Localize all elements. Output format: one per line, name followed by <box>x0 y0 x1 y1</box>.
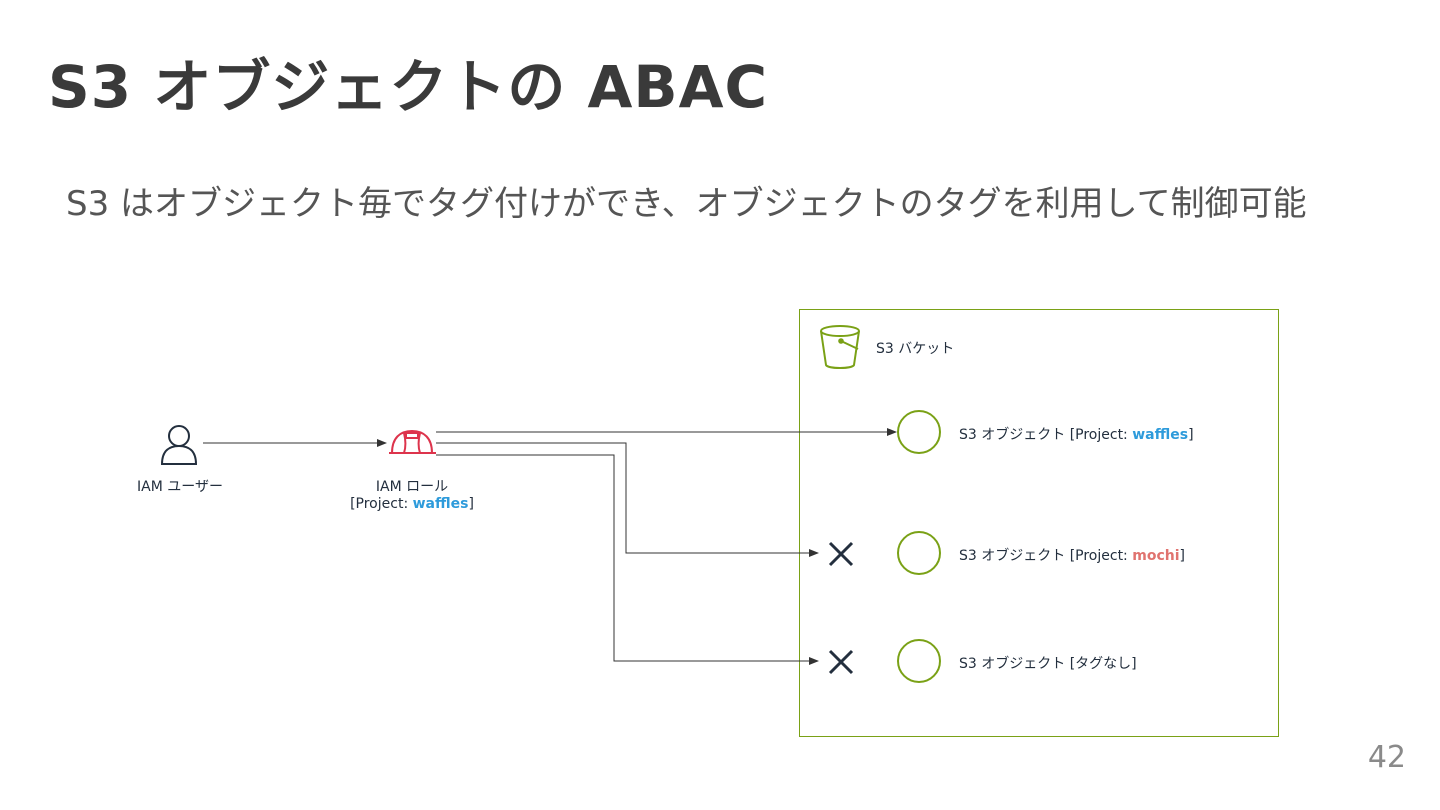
tag-value-waffles: waffles <box>1132 427 1189 443</box>
s3-object-label-mochi: S3 オブジェクト [Project: mochi] <box>959 548 1185 564</box>
slide-title: S3 オブジェクトの ABAC <box>48 53 769 121</box>
deny-x-icon <box>828 541 854 567</box>
s3-object-label-untagged: S3 オブジェクト [タグなし] <box>959 656 1137 672</box>
s3-object-label-waffles: S3 オブジェクト [Project: waffles] <box>959 427 1194 443</box>
deny-x-icon <box>828 649 854 675</box>
iam-role-tag: [Project: waffles] <box>350 496 474 512</box>
s3-bucket-icon <box>820 325 860 369</box>
s3-bucket-label: S3 バケット <box>876 341 955 357</box>
user-icon <box>160 425 198 465</box>
s3-object-icon <box>897 531 941 575</box>
s3-object-icon <box>897 410 941 454</box>
slide-subtitle: S3 はオブジェクト毎でタグ付けができ、オブジェクトのタグを利用して制御可能 <box>66 184 1307 224</box>
role-to-object-untagged-arrow <box>436 454 819 665</box>
s3-bucket-container <box>799 309 1279 737</box>
connectors <box>203 428 897 665</box>
iam-role-label: IAM ロール [Project: waffles] <box>330 476 494 512</box>
s3-object-icon <box>897 639 941 683</box>
tag-value-mochi: mochi <box>1132 548 1180 564</box>
iam-role-icon <box>389 429 436 454</box>
tag-value-waffles: waffles <box>412 496 469 512</box>
role-to-object-mochi-arrow <box>436 442 819 557</box>
iam-user-label: IAM ユーザー <box>137 479 223 495</box>
iam-role-name: IAM ロール <box>375 479 449 495</box>
page-number: 42 <box>1367 740 1406 775</box>
